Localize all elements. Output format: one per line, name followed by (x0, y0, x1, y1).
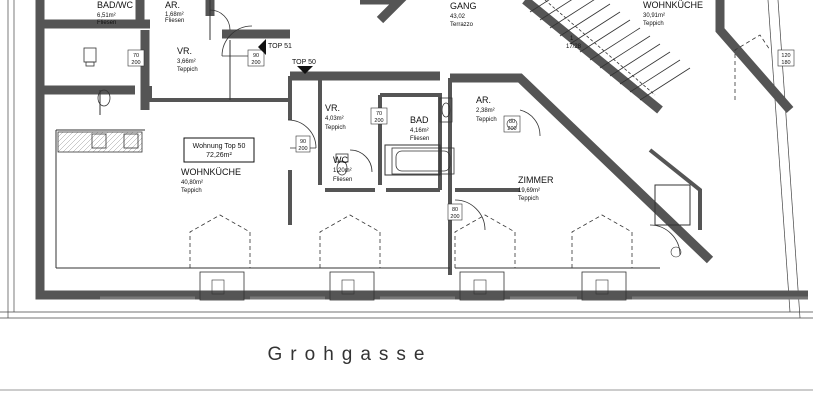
room-label-bad: BAD 4,16m² Fliesen (410, 115, 429, 142)
svg-text:200: 200 (251, 60, 260, 66)
door-tag-3: 90 200 (295, 135, 311, 153)
svg-text:200: 200 (374, 118, 383, 124)
svg-text:6,51m²: 6,51m² (97, 13, 116, 19)
svg-text:Terrazzo: Terrazzo (450, 22, 474, 28)
outer-boundary-lines (0, 0, 813, 391)
svg-text:Fliesen: Fliesen (97, 20, 116, 26)
svg-text:4,03m²: 4,03m² (325, 116, 344, 122)
window-4 (581, 271, 627, 301)
svg-text:40,80m²: 40,80m² (181, 180, 203, 186)
svg-text:30,91m²: 30,91m² (643, 13, 665, 19)
door-swings (209, 9, 681, 256)
top51-arrow-icon (258, 39, 266, 55)
svg-text:VR.: VR. (177, 46, 192, 56)
door-tag-2: 90 200 (247, 49, 265, 67)
svg-text:Teppich: Teppich (181, 188, 202, 194)
svg-text:VR.: VR. (325, 103, 340, 113)
svg-text:80: 80 (452, 207, 458, 213)
svg-text:AR.: AR. (476, 95, 491, 105)
svg-text:70: 70 (376, 111, 382, 117)
svg-text:Fliesen: Fliesen (333, 177, 352, 183)
top50-marker: TOP 50 (292, 59, 316, 74)
svg-text:4,16m²: 4,16m² (410, 128, 429, 134)
door-tag-5: 80 200 (447, 203, 463, 221)
svg-text:Fliesen: Fliesen (410, 136, 429, 142)
room-label-zimmer: ZIMMER 19,69m² Teppich (518, 175, 554, 202)
thin-interior-lines (55, 0, 691, 269)
svg-text:70: 70 (133, 53, 139, 59)
svg-text:200: 200 (131, 60, 140, 66)
svg-text:Teppich: Teppich (325, 125, 346, 131)
svg-text:TOP 50: TOP 50 (292, 59, 316, 66)
bathtub (391, 147, 455, 175)
svg-text:Teppich: Teppich (476, 117, 497, 123)
door-tag-6: 80 200 (503, 115, 521, 133)
room-label-vr-left: VR. 3,66m² Teppich (177, 46, 198, 73)
svg-text:180: 180 (781, 60, 790, 66)
svg-text:TOP 51: TOP 51 (268, 43, 292, 50)
room-label-vr-mid: VR. 4,03m² Teppich (325, 103, 346, 131)
window-bays (100, 271, 808, 301)
room-label-ar-mid: AR. 2,38m² Teppich (476, 95, 497, 123)
room-label-ar-top: AR. 1,68m² Fliesen (165, 0, 184, 24)
svg-text:Fliesen: Fliesen (165, 18, 184, 24)
svg-text:ZIMMER: ZIMMER (518, 175, 554, 185)
svg-text:90: 90 (253, 53, 259, 59)
kitchen-sink (91, 133, 107, 149)
toilets-and-sinks (83, 47, 453, 176)
street-name: Grohgasse (267, 344, 433, 365)
kitchen-counter (57, 131, 143, 153)
svg-text:1,20m²: 1,20m² (333, 168, 352, 174)
svg-text:Teppich: Teppich (518, 196, 539, 202)
room-label-wc: WC 1,20m² Fliesen (333, 155, 352, 183)
svg-text:BAD/WC: BAD/WC (97, 0, 134, 10)
svg-text:BAD: BAD (410, 115, 429, 125)
svg-text:200: 200 (450, 214, 459, 220)
kitchen-stove (123, 133, 139, 149)
unit-summary-box: Wohnung Top 50 72,26m² (183, 137, 255, 163)
svg-text:43,02: 43,02 (450, 14, 466, 20)
svg-text:120: 120 (781, 53, 790, 59)
stair-number: 1 (570, 36, 574, 42)
svg-text:WC: WC (333, 155, 348, 165)
svg-text:WOHNKÜCHE: WOHNKÜCHE (181, 167, 241, 177)
room-label-wohnkueche: WOHNKÜCHE 40,80m² Teppich (181, 167, 241, 194)
door-tag-4: 70 200 (370, 107, 388, 125)
svg-text:19,69m²: 19,69m² (518, 188, 540, 194)
top50-arrow-icon (297, 66, 313, 74)
thick-walls (35, 0, 808, 300)
svg-text:1,68m²: 1,68m² (165, 12, 184, 18)
svg-text:72,26m²: 72,26m² (206, 152, 232, 159)
room-label-gang: GANG 43,02 Terrazzo (450, 1, 477, 28)
svg-text:GANG: GANG (450, 1, 477, 11)
top51-marker: TOP 51 (258, 39, 292, 55)
door-tag-1: 70 200 (127, 49, 145, 67)
svg-text:Wohnung Top 50: Wohnung Top 50 (193, 143, 246, 150)
svg-text:80: 80 (509, 119, 515, 125)
window-swing-outlines (189, 34, 771, 268)
window-tags (211, 118, 682, 295)
window-1 (199, 271, 245, 301)
svg-text:2,38m²: 2,38m² (476, 108, 495, 114)
svg-text:3,66m²: 3,66m² (177, 59, 196, 65)
door-tag-7: 120 180 (777, 49, 795, 67)
svg-text:Teppich: Teppich (643, 21, 664, 27)
window-2 (329, 271, 375, 301)
svg-text:AR.: AR. (165, 0, 180, 10)
window-3 (459, 271, 505, 301)
svg-text:WOHNKÜCHE: WOHNKÜCHE (643, 0, 703, 10)
svg-text:Teppich: Teppich (177, 67, 198, 73)
stair-fraction: 17/28 (566, 44, 582, 50)
room-label-bad-wc: BAD/WC 6,51m² Fliesen (97, 0, 134, 26)
room-label-wohnkueche-right: WOHNKÜCHE 30,91m² Teppich (643, 0, 703, 27)
staircase (529, 0, 691, 101)
svg-text:90: 90 (300, 139, 306, 145)
svg-text:200: 200 (298, 146, 307, 152)
